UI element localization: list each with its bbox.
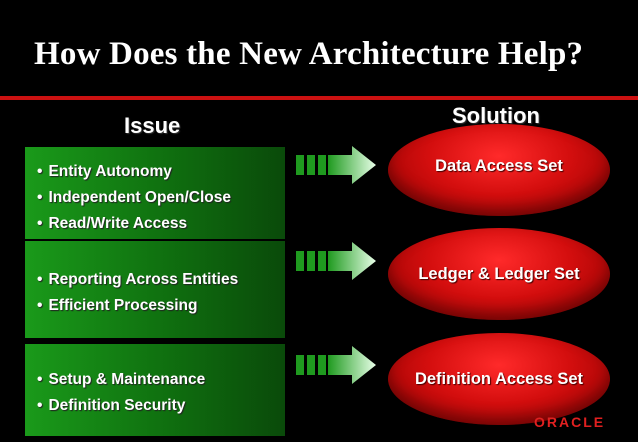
solution-label: Data Access Set bbox=[435, 156, 563, 175]
solution-oval-2: Ledger & Ledger Set bbox=[388, 228, 610, 320]
solution-column-header: Solution bbox=[452, 103, 540, 128]
issue-item: • Read/Write Access bbox=[37, 211, 285, 237]
issue-item-label: Efficient Processing bbox=[48, 297, 198, 314]
bullet: • bbox=[37, 163, 43, 180]
issue-box-3: • Setup & Maintenance • Definition Securit… bbox=[25, 344, 285, 436]
bullet: • bbox=[37, 215, 43, 232]
slide-title: How Does the New Architecture Help? bbox=[34, 36, 584, 72]
issue-item: • Setup & Maintenance bbox=[37, 367, 285, 393]
bullet: • bbox=[37, 189, 43, 206]
oracle-logo: ORACLE bbox=[534, 414, 606, 430]
solution-oval-3: Definition Access Set bbox=[388, 333, 610, 425]
bullet: • bbox=[37, 397, 43, 414]
solution-label: Definition Access Set bbox=[414, 369, 584, 388]
arrow-right-icon bbox=[296, 146, 376, 184]
issue-item-label: Entity Autonomy bbox=[48, 163, 172, 180]
issue-item: • Definition Security bbox=[37, 393, 285, 419]
bullet: • bbox=[37, 271, 43, 288]
issue-item: • Entity Autonomy bbox=[37, 159, 285, 185]
issue-item-label: Definition Security bbox=[48, 397, 186, 414]
issue-item: • Efficient Processing bbox=[37, 293, 285, 319]
solution-label: Ledger & Ledger Set bbox=[418, 264, 580, 283]
issue-box-2: • Reporting Across Entities • Efficient Pr… bbox=[25, 241, 285, 338]
issue-item-label: Independent Open/Close bbox=[48, 189, 232, 206]
bullet: • bbox=[37, 297, 43, 314]
issue-box-1: • Entity Autonomy • Independent Open/Close… bbox=[25, 147, 285, 239]
issue-item: • Independent Open/Close bbox=[37, 185, 285, 211]
arrow-right-icon bbox=[296, 346, 376, 384]
title-divider bbox=[0, 96, 638, 100]
issue-item-label: Read/Write Access bbox=[48, 215, 188, 232]
issue-column-header: Issue bbox=[124, 113, 181, 138]
issue-item-label: Reporting Across Entities bbox=[48, 271, 239, 288]
issue-item: • Reporting Across Entities bbox=[37, 267, 285, 293]
issue-item-label: Setup & Maintenance bbox=[48, 371, 206, 388]
arrow-right-icon bbox=[296, 242, 376, 280]
solution-oval-1: Data Access Set bbox=[388, 124, 610, 216]
bullet: • bbox=[37, 371, 43, 388]
